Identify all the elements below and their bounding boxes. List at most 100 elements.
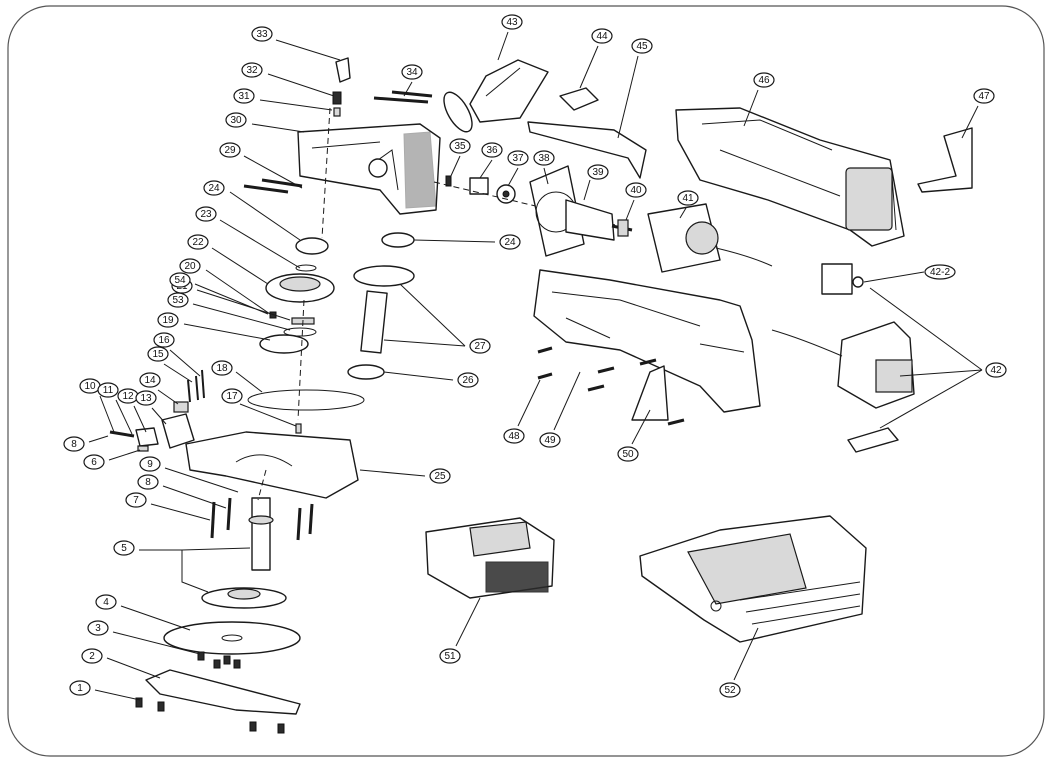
callout-36: 36: [481, 142, 503, 158]
callout-30: 30: [225, 112, 247, 128]
part-screw-34b: [391, 90, 433, 98]
part-washer-53: [283, 327, 317, 337]
part-bracket-50: [631, 365, 669, 421]
callout-number: 31: [238, 91, 250, 102]
part-housing-half-left: [533, 269, 761, 413]
callout-38: 38: [533, 150, 555, 166]
part-spindle-lock-button: [335, 57, 351, 83]
part-bracket-47: [917, 127, 973, 193]
part-screw-48b: [537, 372, 553, 380]
callout-4: 4: [95, 594, 117, 610]
part-screw-1b: [157, 701, 165, 712]
callout-13: 13: [135, 390, 157, 406]
callout-37: 37: [507, 150, 529, 166]
part-stator-leads: [715, 247, 773, 267]
callout-number: 30: [230, 115, 242, 126]
callout-bubble: [499, 234, 521, 250]
part-screw-48a: [537, 346, 553, 354]
callout-number: 23: [200, 209, 212, 220]
callout-number: 37: [512, 153, 524, 164]
callout-bubble: [219, 142, 241, 158]
part-switch-42-2-knob: [852, 276, 864, 288]
callout-number: 25: [434, 471, 446, 482]
callout-number: 16: [158, 335, 170, 346]
part-pinion-shaft: [360, 290, 388, 354]
callout-47: 47: [973, 88, 995, 104]
leader-line-16: [169, 349, 201, 377]
part-screw-10: [109, 430, 135, 438]
callout-bubble: [233, 88, 255, 104]
callout-number: 4: [103, 597, 109, 608]
part-guard-base-arc: [235, 454, 293, 467]
callout-number: 48: [508, 431, 520, 442]
part-bearing-24-left: [295, 237, 329, 255]
callout-number: 19: [162, 315, 174, 326]
callout-number: 20: [184, 261, 196, 272]
callout-3: 3: [87, 620, 109, 636]
callout-49: 49: [539, 432, 561, 448]
part-screw-48c: [597, 366, 615, 374]
part-screw-15: [187, 379, 191, 403]
leader-line-21: [196, 289, 291, 321]
callout-17: 17: [221, 388, 243, 404]
callout-number: 12: [122, 391, 134, 402]
leader-line-30: [251, 123, 305, 133]
callout-number: 36: [486, 145, 498, 156]
leader-line-9: [164, 467, 239, 493]
callout-bubble: [167, 292, 189, 308]
part-plate-14: [173, 401, 189, 413]
callout-bubble: [187, 234, 209, 250]
leader-line-8: [162, 485, 227, 509]
leader-line-51: [455, 597, 481, 647]
part-bearing-40: [617, 219, 629, 237]
part-guard-plate: [145, 669, 301, 715]
callout-bubble: [469, 338, 491, 354]
callout-42-2: 42-2: [924, 264, 956, 280]
callout-18: 18: [211, 360, 233, 376]
part-stator-bore: [685, 221, 719, 255]
leader-line-10: [99, 395, 115, 433]
callout-number: 38: [538, 153, 550, 164]
part-side-handle-line: [485, 67, 521, 97]
part-gear-housing-boss: [368, 158, 388, 178]
callout-number: 45: [636, 41, 648, 52]
callout-bubble: [95, 594, 117, 610]
part-housing-half-left-detail: [551, 291, 745, 353]
bracket-5: [181, 547, 251, 593]
callout-34: 34: [401, 64, 423, 80]
part-side-handle-grip: [469, 59, 549, 123]
leader-line-38: [543, 167, 549, 185]
leader-line-4: [120, 605, 191, 631]
leader-line-1: [94, 689, 141, 701]
callout-12: 12: [117, 388, 139, 404]
leader-lines: [88, 31, 983, 701]
part-screw-3c: [223, 655, 231, 665]
leader-line-44: [579, 45, 599, 89]
callout-number: 10: [84, 381, 96, 392]
callout-50: 50: [617, 446, 639, 462]
callout-bubble: [81, 648, 103, 664]
callout-1: 1: [69, 680, 91, 696]
part-bearing-24-right: [381, 232, 415, 248]
part-contact-plate: [847, 427, 899, 453]
callout-number: 42-2: [930, 267, 950, 278]
callout-22: 22: [187, 234, 209, 250]
callout-bubble: [137, 474, 159, 490]
callout-bubble: [481, 142, 503, 158]
leader-line-53: [192, 303, 291, 331]
callout-number: 18: [216, 363, 228, 374]
callout-10: 10: [79, 378, 101, 394]
gear-head-assembly: [109, 57, 441, 734]
leader-line-43: [497, 31, 509, 61]
leader-line-18: [235, 371, 263, 393]
part-screw-48f: [667, 418, 685, 426]
leader-line-35: [449, 155, 461, 179]
leader-line-37: [507, 167, 519, 187]
part-charger-vents: [739, 581, 861, 625]
part-switch-lever: [527, 121, 647, 179]
callout-23: 23: [195, 206, 217, 222]
part-spindle-collar: [248, 515, 274, 525]
leader-line-42: [899, 369, 983, 377]
callout-bubble: [113, 540, 135, 556]
